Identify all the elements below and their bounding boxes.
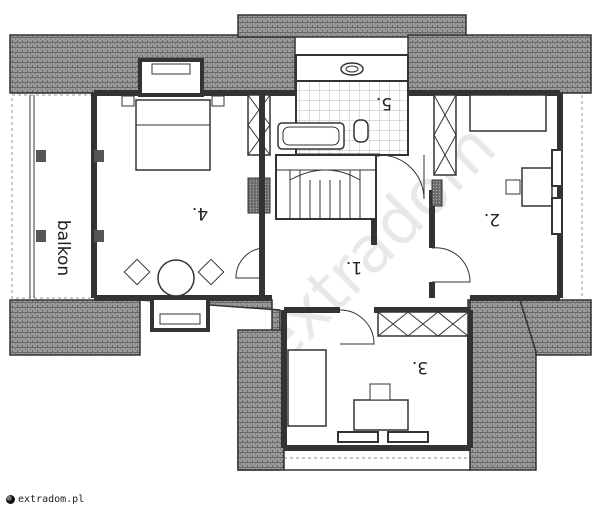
roof-top-right (407, 34, 592, 94)
room-2: 2. (431, 94, 563, 235)
footer: extradom.pl (6, 494, 84, 505)
room-3-label: 3. (412, 357, 428, 377)
roof-sections (9, 14, 592, 471)
bed-right-icon (469, 94, 547, 132)
room-5-label: 5. (376, 93, 392, 113)
room3-door (339, 309, 375, 345)
table-icon (157, 259, 195, 297)
desk-right-icon (521, 167, 553, 207)
room-2-label: 2. (484, 209, 500, 229)
toilet-icon (353, 119, 369, 143)
hall-door-left (235, 247, 263, 279)
bathtub-icon (277, 122, 345, 150)
staircase (275, 154, 377, 245)
roof-bottom-right-wing (468, 299, 537, 471)
wardrobe-right (433, 94, 457, 176)
desk-bottom-icon (353, 399, 409, 431)
bed-bottom-icon (287, 349, 327, 427)
balcony: balkon (11, 94, 95, 299)
roof-bottom-left (9, 299, 141, 356)
footer-site[interactable]: extradom.pl (18, 494, 85, 505)
extradom-logo-icon (6, 495, 15, 504)
room-1-label: 1. (346, 257, 362, 277)
bed-icon (135, 99, 211, 171)
bathroom-door (379, 154, 425, 200)
hall-door-right (431, 247, 471, 283)
room-4: 4. (94, 58, 271, 332)
balcony-label: balkon (53, 220, 73, 276)
room-4-label: 4. (192, 203, 208, 223)
room-3: 3. (287, 311, 469, 443)
roof-ridge (237, 14, 467, 38)
bottom-strip (283, 447, 471, 471)
sink-icon (340, 62, 364, 76)
roof-bottom-left-lower (237, 329, 285, 471)
